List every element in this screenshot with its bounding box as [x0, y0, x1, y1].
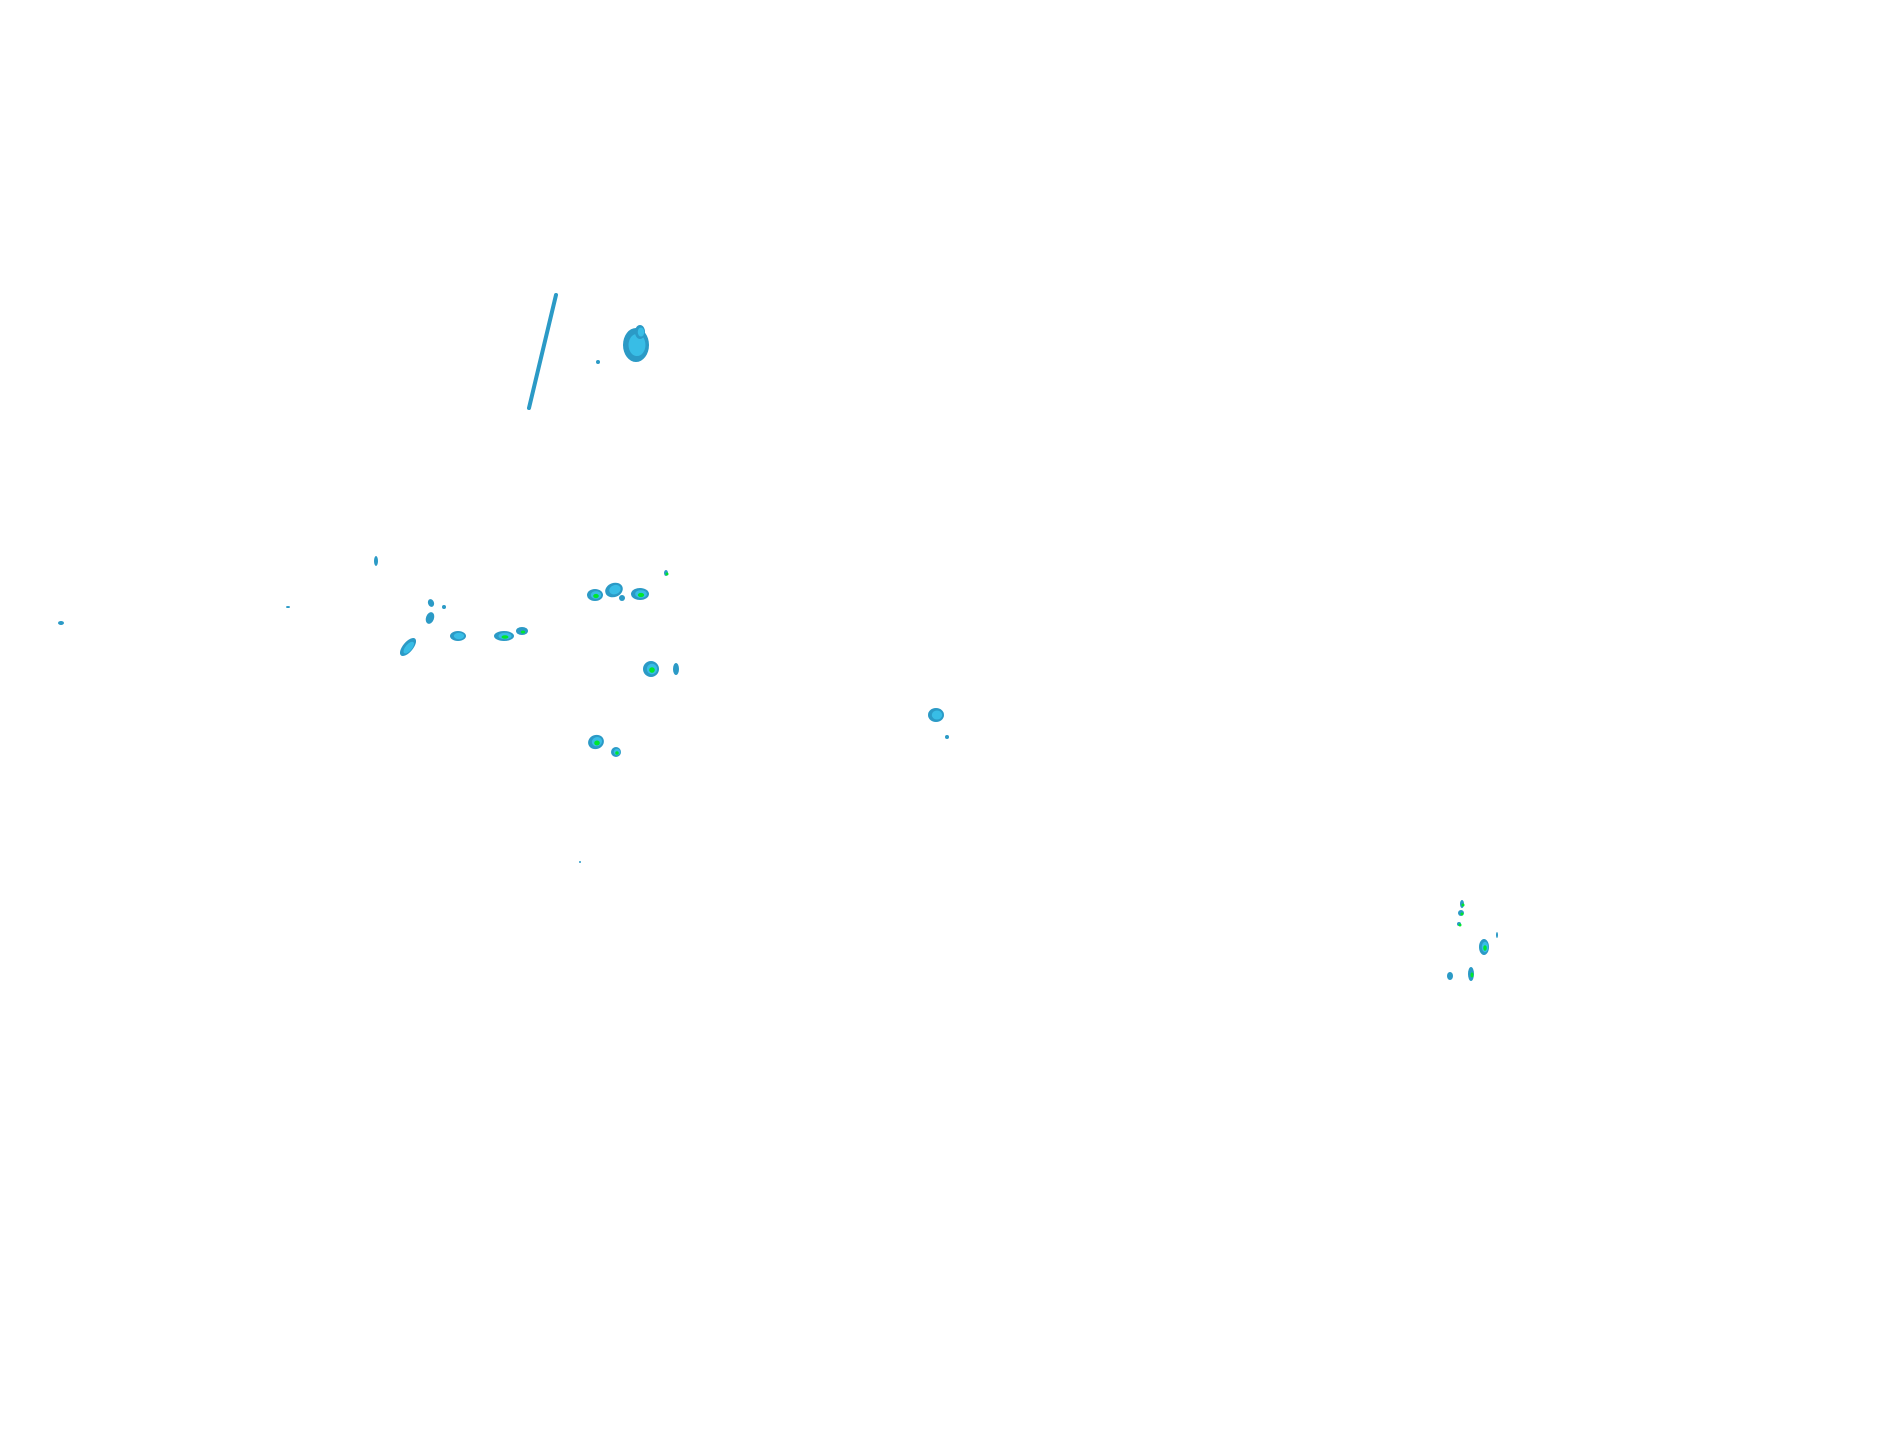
precip-cell-core — [1483, 945, 1487, 951]
precip-cell-core — [1460, 912, 1464, 916]
precip-cell-core — [593, 593, 599, 599]
precip-cell — [286, 606, 290, 608]
precip-cell-mid — [403, 641, 414, 654]
precip-cell-core — [1458, 923, 1462, 927]
precip-cell — [619, 595, 625, 601]
precip-cell — [425, 612, 435, 624]
precip-cell — [673, 663, 679, 675]
precip-cell — [427, 599, 435, 607]
precip-cell-core — [665, 572, 669, 576]
precip-cell-core — [637, 592, 645, 598]
precip-cell-mid — [453, 632, 465, 640]
precip-cell — [58, 621, 64, 625]
precip-cell-mid — [628, 333, 646, 357]
precip-cell — [945, 735, 949, 739]
precip-cell-mid — [609, 584, 621, 595]
precip-cell-core — [1470, 972, 1474, 978]
precip-cell — [374, 556, 378, 566]
precip-cell — [1496, 932, 1498, 938]
precip-cell-core — [615, 751, 619, 755]
precip-cell — [579, 861, 581, 863]
precip-cell-core — [594, 740, 600, 746]
precipitation-cells — [58, 293, 1498, 981]
precip-cell-mid — [931, 710, 943, 720]
precip-cell — [442, 605, 446, 609]
precip-cell-core — [1461, 903, 1465, 907]
precip-cell-mid — [637, 327, 645, 337]
precip-cell — [1447, 972, 1453, 980]
precip-cell-core — [520, 630, 526, 634]
precip-cell — [596, 360, 600, 364]
radar-streak — [527, 293, 558, 410]
precip-cell-core — [649, 667, 655, 673]
precip-cell-core — [501, 635, 509, 639]
